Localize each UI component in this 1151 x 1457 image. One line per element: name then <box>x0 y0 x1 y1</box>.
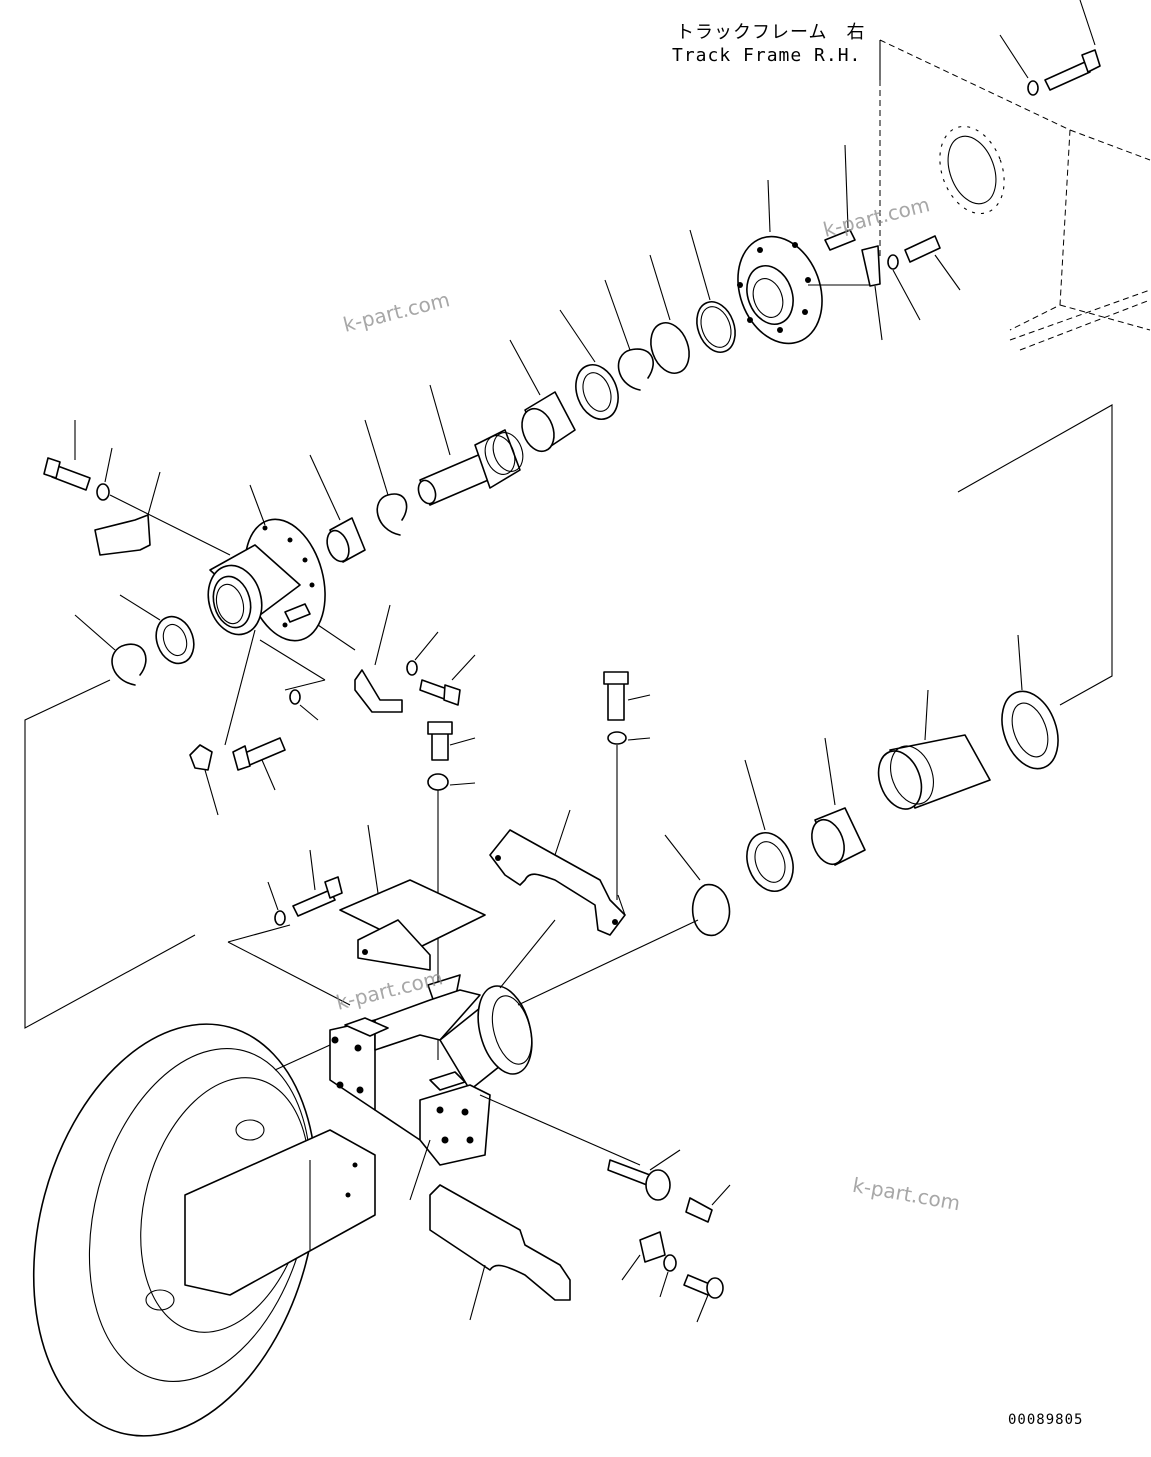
seal-icon <box>744 759 794 892</box>
bolt-icon <box>227 849 351 1006</box>
bolt-icon <box>427 671 651 1060</box>
seal-icon <box>957 404 1113 770</box>
shaft-icon <box>877 689 991 810</box>
retaining-ring-icon <box>364 419 408 536</box>
idler-wheel-icon <box>32 1023 376 1437</box>
snap-ring-icon <box>604 279 654 391</box>
o-ring-icon <box>649 229 736 374</box>
bushing-icon <box>309 454 366 563</box>
bushing-icon <box>811 737 866 866</box>
cap-icon <box>429 1184 571 1321</box>
bolt-icon <box>1044 0 1101 91</box>
bracket-icon <box>317 604 476 713</box>
bushing-icon <box>509 339 576 453</box>
seal-icon <box>559 309 619 420</box>
bolt-icon <box>189 629 326 816</box>
housing-icon <box>207 484 326 642</box>
washer-icon <box>999 34 1039 96</box>
seal-icon <box>74 594 195 686</box>
cap-icon <box>489 809 626 936</box>
bolt-icon <box>43 420 231 556</box>
flange-cap-icon <box>737 179 823 345</box>
shaft-icon <box>417 384 524 506</box>
drawing-number: 00089805 <box>1008 1412 1084 1428</box>
track-frame-outline <box>879 39 1151 351</box>
idler-bracket-icon <box>329 985 533 1201</box>
title-japanese: トラックフレーム 右 <box>676 22 866 43</box>
grease-fitting-icon <box>808 144 961 341</box>
grease-fitting-icon <box>479 1094 731 1323</box>
title-english: Track Frame R.H. <box>672 45 862 66</box>
assembly-lines <box>24 679 699 1071</box>
snap-ring-icon <box>664 834 731 936</box>
